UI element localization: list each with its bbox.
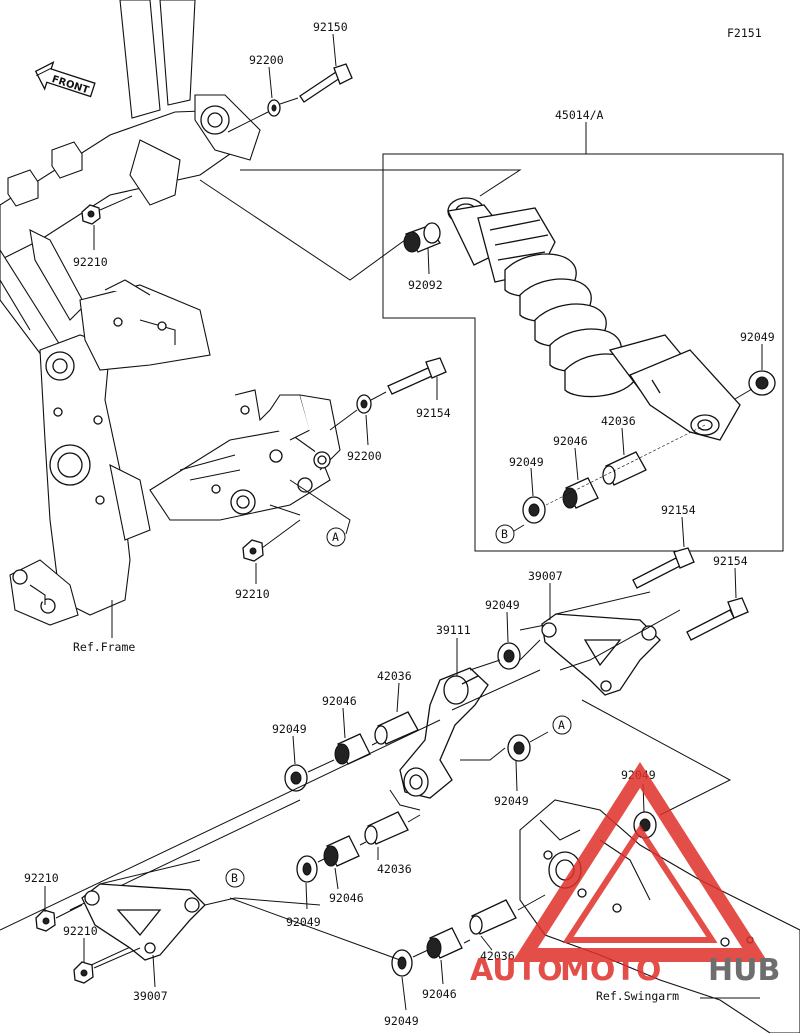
lower-nut-1 (35, 909, 56, 932)
swingarm-bottom-seal (391, 949, 413, 977)
callout-b-shock: B (495, 524, 525, 544)
rocker-a-seal (507, 734, 531, 762)
label-nut-lower-2: 92210 (63, 924, 98, 938)
rocker-mid-bearing (323, 835, 360, 867)
rocker-top-seal (497, 642, 521, 670)
mid-nut (242, 539, 264, 562)
label-nut-lower-1: 92210 (24, 871, 59, 885)
right-bolt-1 (632, 547, 695, 589)
label-seal-rocker-a: 92049 (494, 794, 529, 808)
label-rocker-arm: 39111 (436, 623, 471, 637)
label-washer-mid: 92200 (347, 449, 382, 463)
label-bushing-top: 92092 (408, 278, 443, 292)
rocker-left-seal (284, 764, 308, 792)
watermark-logo-text: AUTO MOTO HUB (470, 953, 780, 988)
label-seal-rocker-top: 92049 (485, 598, 520, 612)
label-seal-shock-left: 92049 (509, 455, 544, 469)
svg-text:B: B (501, 527, 508, 541)
label-collar-swingarm: 42036 (480, 949, 515, 963)
shock-bearing (562, 477, 599, 509)
label-bearing-swingarm: 92046 (422, 987, 457, 1001)
label-seal-rocker-mid: 92049 (286, 915, 321, 929)
part-labels: 92150 92200 92210 45014/A 92092 92049 42… (24, 20, 775, 1028)
lower-tie-rod (81, 859, 321, 961)
figure-id: F2151 (727, 26, 762, 40)
automotohub-watermark: AUTO MOTO HUB (470, 761, 780, 988)
label-bearing-rocker-mid: 92046 (329, 891, 364, 905)
label-bolt-right-2: 92154 (713, 554, 748, 568)
label-nut-mid: 92210 (235, 587, 270, 601)
label-bearing-rocker-top: 92046 (322, 694, 357, 708)
svg-text:B: B (231, 871, 238, 885)
right-bolt-2 (686, 597, 749, 641)
lower-nut-2 (73, 961, 94, 984)
label-bolt-top: 92150 (313, 20, 348, 34)
swingarm-collar (469, 899, 517, 935)
shock-right-seal (748, 370, 776, 396)
mid-bolt (387, 357, 447, 395)
label-washer-top: 92200 (249, 53, 284, 67)
shock-collar (602, 451, 647, 486)
top-washer (267, 99, 281, 117)
shock-left-seal (522, 496, 546, 524)
top-nut (81, 204, 101, 225)
rocker-mid-collar (364, 811, 409, 845)
callout-b-lower: B (225, 868, 245, 888)
top-bolt (299, 63, 353, 103)
label-collar-rocker-top: 42036 (377, 669, 412, 683)
swingarm-bearing (426, 927, 463, 959)
label-bearing-shock: 92046 (553, 434, 588, 448)
shock-spring (504, 253, 637, 398)
label-tie-rod-lower: 39007 (133, 989, 168, 1003)
label-tie-rod-upper: 39007 (528, 569, 563, 583)
frame-drawing (0, 0, 341, 638)
label-seal-rocker-left: 92049 (272, 722, 307, 736)
label-collar-shock: 42036 (601, 414, 636, 428)
label-bolt-right-1: 92154 (661, 503, 696, 517)
label-bolt-mid: 92154 (416, 406, 451, 420)
svg-text:AUTO: AUTO (470, 953, 563, 988)
upper-tie-rod (541, 591, 661, 696)
label-nut-top: 92210 (73, 255, 108, 269)
callout-a-mid: A (326, 527, 346, 547)
label-shock-assy: 45014/A (555, 108, 604, 122)
callout-a-rocker: A (552, 715, 572, 735)
shock-top-bushing (403, 222, 442, 253)
label-ref-swingarm: Ref.Swingarm (596, 989, 679, 1003)
svg-text:A: A (332, 530, 339, 544)
front-direction-arrow: FRONT (34, 61, 96, 98)
label-collar-rocker-mid: 42036 (377, 862, 412, 876)
rocker-top-bearing (334, 733, 371, 765)
rocker-mid-seal (296, 855, 318, 883)
label-seal-shock-right: 92049 (740, 330, 775, 344)
rocker-top-collar (374, 711, 419, 745)
shock-absorber (447, 197, 741, 441)
svg-text:MOTO: MOTO (560, 953, 661, 988)
svg-text:HUB: HUB (708, 953, 780, 988)
svg-text:A: A (558, 718, 565, 732)
label-seal-swingarm-bottom: 92049 (384, 1014, 419, 1028)
rocker-arm (399, 667, 489, 799)
label-ref-frame: Ref.Frame (73, 640, 135, 654)
shock-absorber-assembly-box (382, 122, 784, 552)
mid-washer (356, 394, 372, 414)
leader-lines (44, 33, 763, 1011)
